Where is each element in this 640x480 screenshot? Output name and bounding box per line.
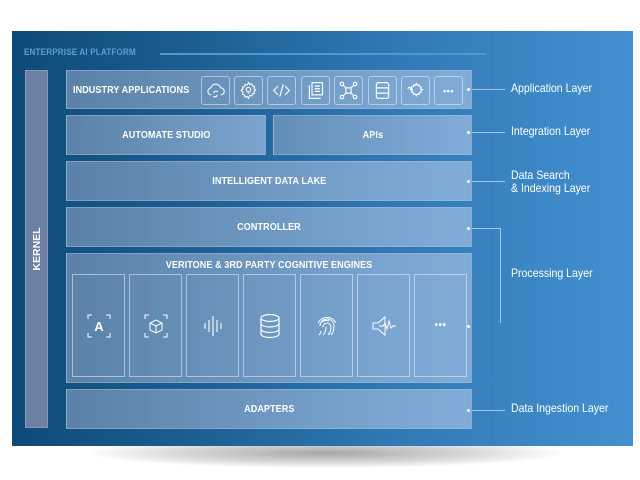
title-row: ENTERPRISE AI PLATFORM (24, 47, 156, 58)
data-search-layer-label-line1: Data Search (511, 168, 570, 182)
cognitive-engines-label: VERITONE & 3RD PARTY COGNITIVE ENGINES (165, 259, 373, 271)
connector-dot-integration (467, 131, 470, 134)
controller-block: CONTROLLER (66, 207, 472, 247)
more-glyph: ••• (443, 85, 454, 96)
database-icon (243, 274, 296, 377)
title-underline (160, 53, 486, 55)
data-ingestion-layer-label: Data Ingestion Layer (511, 401, 609, 415)
connector-line-processing-vertical (500, 228, 501, 323)
kernel-block: KERNEL (25, 70, 48, 428)
apis-block: APIs (273, 115, 472, 155)
connector-dot-controller (467, 227, 470, 230)
audio-waveform-icon (186, 274, 239, 377)
application-layer-label: Application Layer (511, 81, 593, 95)
cloud-sync-icon (201, 76, 230, 105)
svg-text:A: A (94, 319, 104, 334)
industry-applications-block: INDUSTRY APPLICATIONS ••• (66, 70, 472, 109)
adapters-block: ADAPTERS (66, 389, 472, 429)
more-icon: ••• (434, 76, 463, 105)
automate-studio-label: AUTOMATE STUDIO (121, 129, 211, 141)
connector-line-ingestion (472, 410, 505, 411)
network-icon (334, 76, 363, 105)
connector-line-application (472, 89, 505, 90)
automate-studio-block: AUTOMATE STUDIO (66, 115, 266, 155)
kernel-label: KERNEL (30, 227, 43, 271)
code-icon (267, 76, 296, 105)
platform-title: ENTERPRISE AI PLATFORM (24, 47, 136, 58)
connector-line-integration (472, 132, 505, 133)
processing-layer-label: Processing Layer (511, 266, 593, 280)
fingerprint-icon (300, 274, 353, 377)
tools-gear-icon (401, 76, 430, 105)
controller-label: CONTROLLER (237, 221, 301, 233)
speaker-audio-icon (357, 274, 410, 377)
cognitive-engines-block: VERITONE & 3RD PARTY COGNITIVE ENGINES A… (66, 253, 472, 383)
more-engines-glyph: ••• (434, 320, 447, 331)
platform-panel: ENTERPRISE AI PLATFORM KERNEL INDUSTRY A… (12, 31, 633, 446)
integration-layer-label: Integration Layer (511, 124, 591, 138)
connector-line-processing-top (472, 228, 501, 229)
more-engines-icon: ••• (414, 274, 467, 377)
connector-dot-data-search (467, 180, 470, 183)
industry-applications-label: INDUSTRY APPLICATIONS (73, 83, 190, 96)
documents-icon (301, 76, 330, 105)
database-list-icon (368, 76, 397, 105)
connector-dot-application (467, 88, 470, 91)
connector-dot-adapters (467, 409, 470, 412)
intelligent-data-lake-block: INTELLIGENT DATA LAKE (66, 161, 472, 201)
text-recognition-icon: A (72, 274, 125, 377)
intelligent-data-lake-label: INTELLIGENT DATA LAKE (211, 175, 327, 187)
connector-line-data-search (472, 181, 505, 182)
data-search-layer-label-line2: & Indexing Layer (511, 181, 591, 195)
gear-lightbulb-icon (234, 76, 263, 105)
adapters-label: ADAPTERS (243, 403, 295, 415)
object-detection-icon (129, 274, 182, 377)
apis-label: APIs (362, 129, 383, 141)
connector-dot-engines (467, 325, 470, 328)
